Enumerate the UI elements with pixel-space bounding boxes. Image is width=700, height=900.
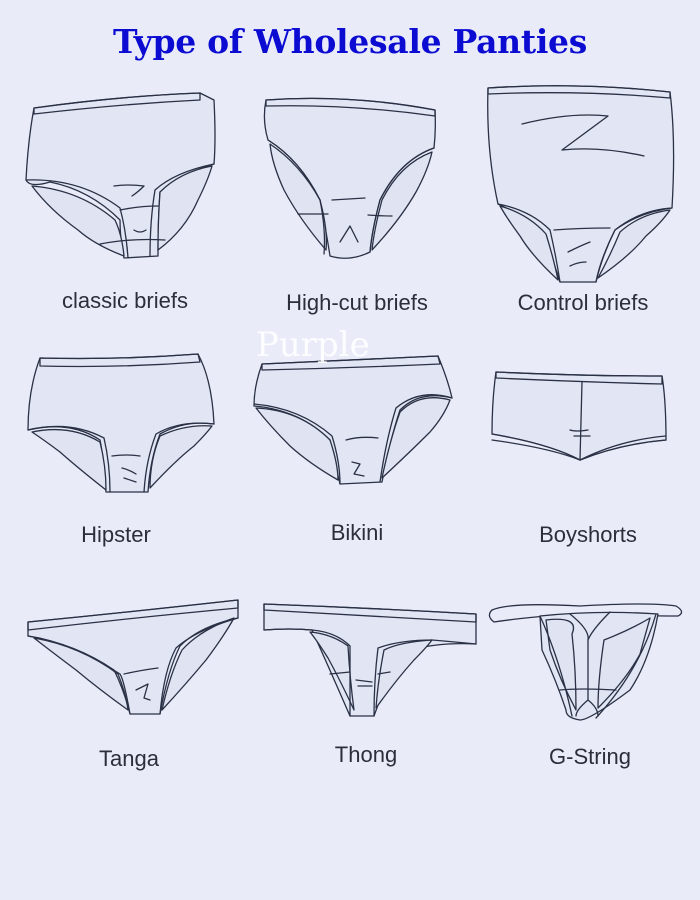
- item-label: G-String: [549, 744, 631, 769]
- item-control-briefs: Control briefs: [470, 80, 700, 320]
- bikini-drawing-icon: [253, 355, 453, 485]
- hipster-drawing-icon: [27, 353, 215, 493]
- item-tanga: Tanga: [0, 590, 250, 780]
- item-label: Bikini: [330, 520, 384, 545]
- item-label: Hipster: [81, 522, 151, 547]
- item-label: Tanga: [99, 746, 159, 771]
- item-label: Thong: [334, 742, 398, 767]
- page-title: Type of Wholesale Panties: [112, 22, 588, 61]
- g-string-drawing-icon: [488, 603, 683, 721]
- item-high-cut-briefs: High-cut briefs: [240, 80, 470, 320]
- classic-briefs-drawing-icon: [25, 92, 216, 259]
- item-bikini: Bikini: [240, 340, 470, 550]
- control-briefs-drawing-icon: [487, 85, 675, 283]
- item-boyshorts: Boyshorts: [470, 340, 700, 550]
- item-label: Control briefs: [517, 290, 649, 315]
- boyshorts-drawing-icon: [491, 371, 667, 461]
- high-cut-briefs-drawing-icon: [263, 97, 436, 259]
- item-label: High-cut briefs: [286, 290, 428, 315]
- item-g-string: G-String: [480, 590, 700, 780]
- item-label: Boyshorts: [539, 522, 637, 547]
- tanga-drawing-icon: [27, 599, 239, 715]
- item-thong: Thong: [250, 590, 480, 780]
- thong-drawing-icon: [263, 603, 477, 717]
- item-hipster: Hipster: [0, 340, 240, 550]
- watermark: Purple: [256, 325, 370, 365]
- item-label: classic briefs: [62, 288, 188, 313]
- item-classic-briefs: classic briefs: [0, 80, 240, 320]
